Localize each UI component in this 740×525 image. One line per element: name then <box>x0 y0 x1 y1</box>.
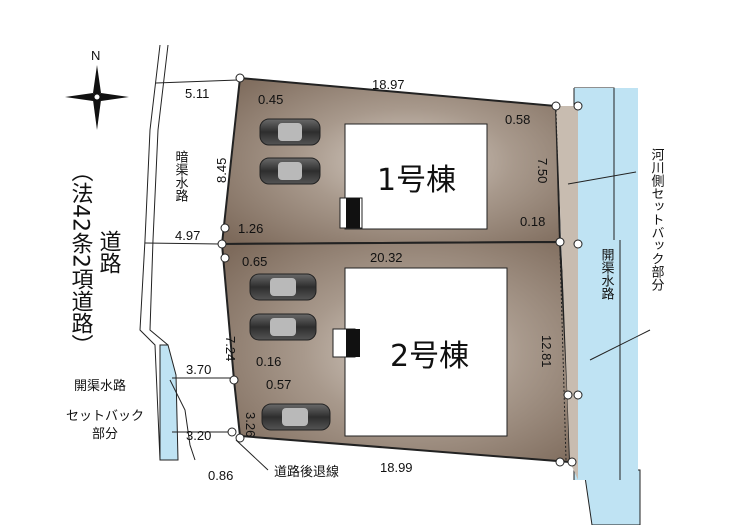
dim-offset-497: 4.97 <box>175 228 200 243</box>
car-icon <box>259 118 321 146</box>
road-setback-line-label: 道路後退線 <box>274 464 339 480</box>
building-1-label: 1号棟 <box>377 163 456 198</box>
dim-offset-511: 5.11 <box>185 86 209 101</box>
dim-c065: 0.65 <box>242 254 267 269</box>
left-road-lines <box>139 44 196 461</box>
road-note-vertical: （法42条2項道路） <box>68 160 94 356</box>
dim-left-setback: 3.26 <box>243 412 258 437</box>
compass-icon <box>65 65 129 130</box>
dim-right-lower: 12.81 <box>539 335 554 368</box>
open-channel-right-label: 開渠水路 <box>599 248 615 300</box>
house-2 <box>344 267 508 437</box>
house-1-door <box>346 198 360 228</box>
dim-top: 18.97 <box>372 77 405 92</box>
car-icon <box>249 273 317 301</box>
dim-left-upper: 8.45 <box>214 158 229 183</box>
car-icon <box>261 403 331 431</box>
building-2-label: 2号棟 <box>390 339 469 374</box>
river-setback-label: 河川側セットバック部分 <box>649 148 665 292</box>
house-2-door <box>346 329 360 357</box>
compass-north-label: N <box>91 48 100 63</box>
house-1 <box>344 123 488 230</box>
culvert-label: 暗渠水路 <box>173 150 189 202</box>
dim-bottom: 18.99 <box>380 460 413 475</box>
dim-c018: 0.18 <box>520 214 545 229</box>
left-open-channel <box>159 344 179 461</box>
setback-left-label-1: セットバック <box>66 409 144 424</box>
dim-c058: 0.58 <box>505 112 530 127</box>
dim-offset-320: 3.20 <box>186 428 211 443</box>
dim-c086: 0.86 <box>208 468 233 483</box>
dim-c126: 1.26 <box>238 221 263 236</box>
dimension-arrows <box>144 79 651 471</box>
dim-right-upper: 7.50 <box>535 158 550 183</box>
corner-markers <box>217 73 583 467</box>
dim-offset-370: 3.70 <box>186 362 211 377</box>
dim-c057: 0.57 <box>266 377 291 392</box>
car-icon <box>249 313 317 341</box>
car-icon <box>259 157 321 185</box>
open-channel-left-label: 開渠水路 <box>74 378 126 394</box>
setback-left-label-2: 部分 <box>92 427 118 442</box>
road-label: 道路 <box>96 230 122 274</box>
dim-left-lower: 7.24 <box>223 336 238 361</box>
dim-c045: 0.45 <box>258 92 283 107</box>
river-channel-main <box>574 88 638 480</box>
dim-c016: 0.16 <box>256 354 281 369</box>
setback-strip <box>556 106 578 480</box>
dim-middle: 20.32 <box>370 250 403 265</box>
